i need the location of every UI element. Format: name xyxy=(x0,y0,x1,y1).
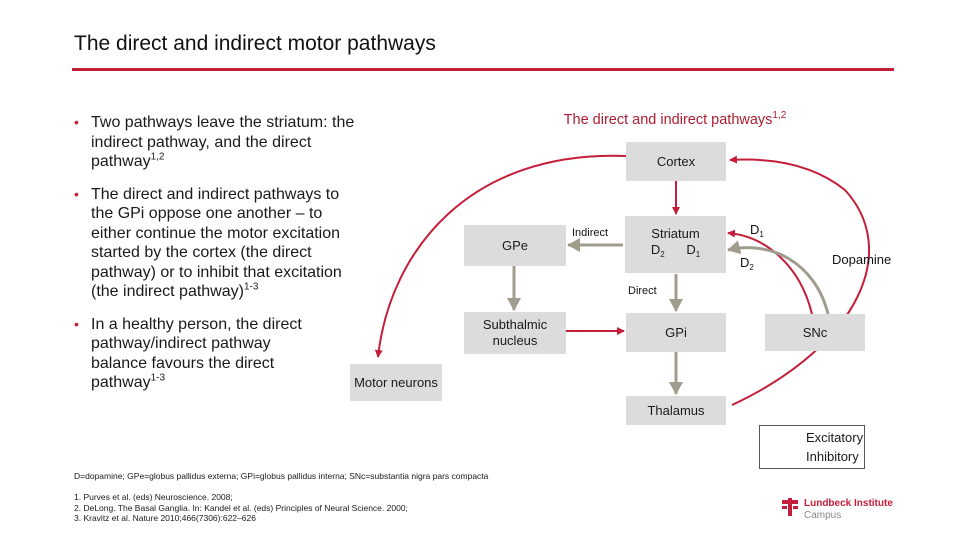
bullet-text: The direct and indirect pathways to the … xyxy=(91,185,342,301)
striatum-node: Striatum D2 D1 xyxy=(625,216,726,273)
gpi-node: GPi xyxy=(626,313,726,352)
striatum-d1-label: D xyxy=(686,242,696,257)
indirect-label: Indirect xyxy=(572,227,609,239)
motor-neurons-node: Motor neurons xyxy=(350,364,442,401)
references: 1. Purves et al. (eds) Neuroscience. 200… xyxy=(74,492,408,524)
dopamine-label: Dopamine xyxy=(832,252,892,267)
bullet-item: • Two pathways leave the striatum: the i… xyxy=(74,113,364,172)
subthalamic-nucleus-node: Subthalmic nucleus xyxy=(464,312,566,354)
bullet-text: In a healthy person, the direct pathway/… xyxy=(91,315,302,392)
striatum-label: Striatum xyxy=(651,226,700,241)
d1-letter: D xyxy=(750,222,760,237)
bullet-dot-icon: • xyxy=(74,315,79,332)
arrow-snc-to-striatum-d2 xyxy=(727,240,830,315)
bullet-text: Two pathways leave the striatum: the ind… xyxy=(91,114,355,170)
bullet-item: • In a healthy person, the direct pathwa… xyxy=(74,315,316,393)
logo-name: Lundbeck Institute xyxy=(804,498,893,509)
striatum-d2-sub: 2 xyxy=(660,250,665,259)
bullet-ref: 1-3 xyxy=(150,372,166,384)
diagram-title-text: The direct and indirect pathways xyxy=(563,112,773,128)
direct-label: Direct xyxy=(628,285,657,297)
diagram-title: The direct and indirect pathways1,2 xyxy=(520,110,830,128)
gpe-node: GPe xyxy=(464,225,566,266)
d1-receptor-label: D1 xyxy=(750,222,764,239)
legend-excitatory-label: Excitatory xyxy=(806,430,864,445)
snc-node: SNc xyxy=(765,314,865,351)
cortex-node: Cortex xyxy=(626,142,726,181)
arrow-cortex-to-motor-neurons xyxy=(374,154,627,358)
bullet-list: • Two pathways leave the striatum: the i… xyxy=(74,113,364,406)
arrow-snc-to-striatum-d1 xyxy=(727,229,813,315)
d2-sub: 2 xyxy=(749,263,754,272)
reference-item: 2. DeLong. The Basal Ganglia. In: Kandel… xyxy=(74,502,408,513)
d2-receptor-label: D2 xyxy=(740,255,754,272)
d1-sub: 1 xyxy=(759,230,764,239)
legend: Excitatory Inhibitory xyxy=(759,425,865,469)
bullet-ref: 1,2 xyxy=(150,151,165,163)
striatum-receptors: D2 D1 xyxy=(651,242,700,263)
bullet-dot-icon: • xyxy=(74,185,79,202)
bullet-item: • The direct and indirect pathways to th… xyxy=(74,185,364,302)
slide-title: The direct and indirect motor pathways xyxy=(74,32,436,55)
thalamus-node: Thalamus xyxy=(626,396,726,425)
bullet-dot-icon: • xyxy=(74,114,79,130)
d2-letter: D xyxy=(740,255,750,270)
title-divider xyxy=(72,68,894,71)
legend-inhibitory-label: Inhibitory xyxy=(806,449,859,464)
reference-item: 3. Kravitz et al. Nature 2010;466(7306):… xyxy=(74,513,256,523)
striatum-d2-label: D xyxy=(650,242,661,257)
abbreviations-footnote: D=dopamine; GPe=globus pallidus externa;… xyxy=(74,471,489,481)
bullet-ref: 1-3 xyxy=(243,281,259,293)
striatum-d1-sub: 1 xyxy=(695,250,701,259)
logo-mark-icon xyxy=(782,498,798,516)
logo-subtitle: Campus xyxy=(804,510,842,521)
diagram-title-ref: 1,2 xyxy=(772,110,787,122)
arrow-thalamus-to-cortex xyxy=(729,155,870,406)
reference-item: 1. Purves et al. (eds) Neuroscience. 200… xyxy=(74,492,233,502)
